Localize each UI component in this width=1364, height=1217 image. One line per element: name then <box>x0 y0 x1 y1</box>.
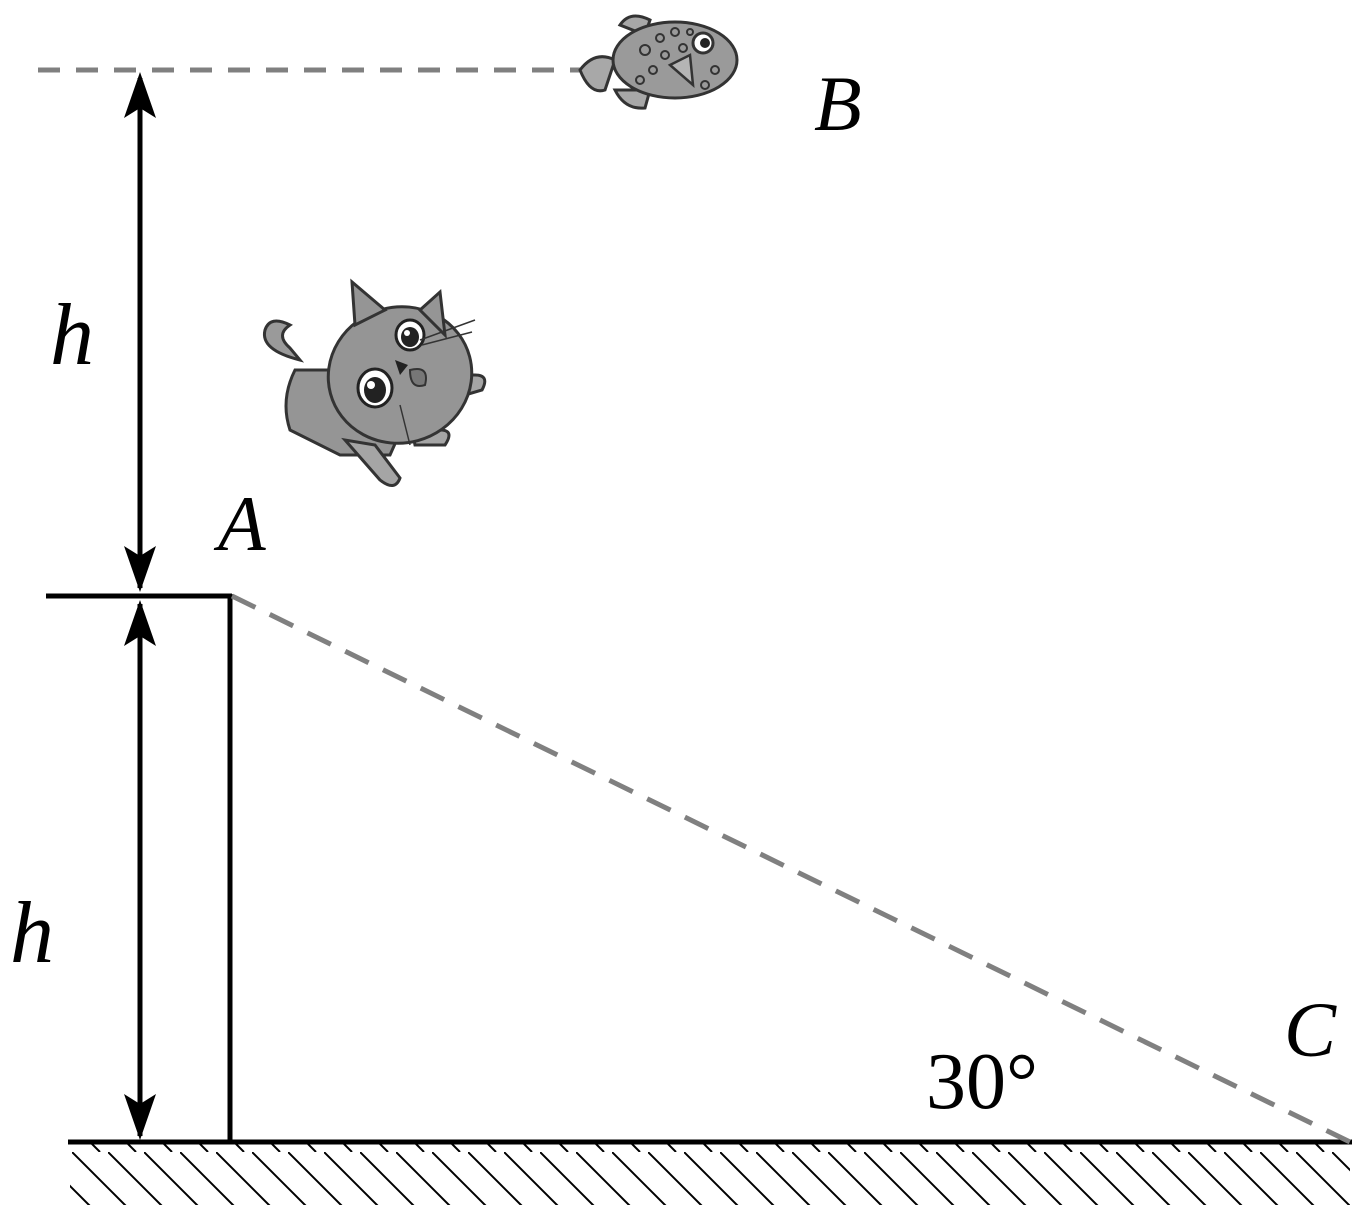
ground-hatching <box>70 1143 1350 1205</box>
upper-height-arrow <box>124 72 156 592</box>
point-b-label: B <box>814 60 862 147</box>
slope-dashed-line <box>230 593 1352 1145</box>
ground <box>68 1139 1352 1205</box>
cat-icon <box>262 278 487 487</box>
lower-height-arrow <box>124 600 156 1140</box>
fish-icon <box>578 14 739 110</box>
angle-label: 30° <box>926 1038 1038 1126</box>
point-c-label: C <box>1284 986 1337 1073</box>
point-a-label: A <box>213 480 266 567</box>
lower-height-label: h <box>10 885 54 982</box>
upper-height-label: h <box>50 287 94 384</box>
platform <box>46 593 233 1142</box>
